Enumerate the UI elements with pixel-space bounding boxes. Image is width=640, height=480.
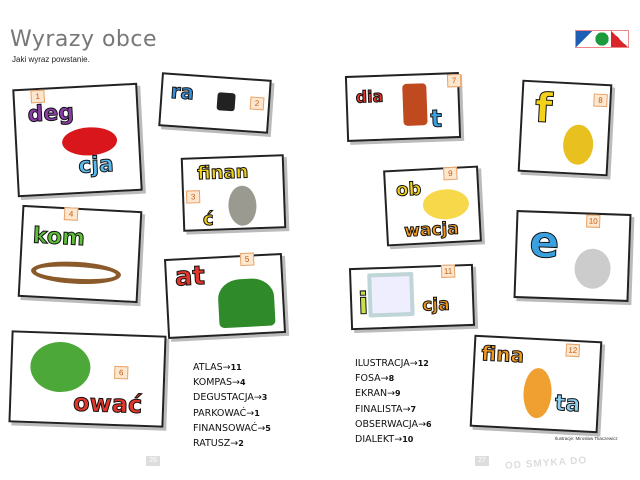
cheese-picture bbox=[422, 188, 470, 221]
illustration-credit: Ilustracje: Mirosław Tkaczewicz bbox=[555, 436, 618, 441]
puzzle-card-12: FINA 12 TA bbox=[469, 334, 603, 434]
answer-item: ILUSTRACJA→12 bbox=[355, 358, 429, 369]
syllable: T bbox=[429, 104, 443, 134]
puzzle-card-5: AT 5 bbox=[163, 252, 287, 340]
answer-item: PARKOWAĆ→1 bbox=[193, 407, 260, 419]
frames-picture bbox=[367, 271, 415, 318]
answer-item: DEGUSTACJA→3 bbox=[193, 392, 268, 404]
watermark: OD SMYKA DO bbox=[504, 455, 588, 472]
syllable: CJA bbox=[421, 294, 451, 316]
puzzle-card-8: F 8 bbox=[517, 79, 613, 177]
answer-item: FOSA→8 bbox=[355, 373, 395, 385]
card-number: 10 bbox=[586, 214, 601, 228]
puzzle-card-3: FINAN 3 Ć bbox=[180, 154, 287, 232]
card-number: 6 bbox=[114, 365, 129, 380]
puzzle-card-2: RA 2 bbox=[158, 72, 272, 134]
page-number-right: 27 bbox=[475, 456, 489, 466]
answer-item: FINANSOWAĆ→5 bbox=[193, 422, 271, 434]
page-number-left: 26 bbox=[146, 456, 160, 466]
syllable: KOM bbox=[32, 223, 86, 252]
publisher-logo bbox=[575, 30, 629, 48]
puzzle-card-6: 6 OWAĆ bbox=[8, 330, 167, 428]
trees-picture bbox=[217, 277, 276, 329]
syllable: E bbox=[528, 216, 561, 269]
puzzle-card-4: 4 KOM bbox=[17, 204, 143, 304]
syllable: WACJA bbox=[403, 218, 460, 242]
pipe-picture bbox=[573, 248, 612, 290]
syllable: RA bbox=[169, 78, 195, 105]
syllable: OB bbox=[395, 178, 422, 201]
wasp-picture bbox=[562, 123, 595, 166]
card-number: 5 bbox=[239, 252, 255, 267]
syllable: TA bbox=[554, 391, 582, 418]
syllable: DIA bbox=[355, 86, 384, 107]
answer-item: DIALEKT→10 bbox=[355, 434, 414, 446]
puzzle-card-11: I 11 CJA bbox=[348, 263, 476, 331]
card-number: 4 bbox=[63, 207, 79, 221]
card-number: 8 bbox=[593, 93, 608, 108]
answer-item: EKRAN→9 bbox=[355, 388, 401, 400]
syllable: I bbox=[357, 286, 370, 322]
page-title: Wyrazy obce bbox=[10, 27, 158, 52]
puzzle-card-9: 9 OB WACJA bbox=[383, 165, 482, 247]
belt-picture bbox=[30, 259, 122, 287]
ink-bottle-picture bbox=[216, 92, 236, 112]
answer-item: ATLAS→11 bbox=[193, 362, 242, 373]
syllable: F bbox=[533, 85, 554, 133]
card-number: 9 bbox=[442, 166, 458, 181]
syllable: FINA bbox=[480, 341, 525, 368]
answer-item: KOMPAS→4 bbox=[193, 377, 246, 389]
park-picture bbox=[29, 341, 92, 394]
medicine-bottle-picture bbox=[402, 83, 428, 126]
card-number: 2 bbox=[249, 96, 265, 111]
instruction: Jaki wyraz powstanie. bbox=[12, 55, 90, 64]
answer-list-left: ATLAS→11 KOMPAS→4 DEGUSTACJA→3 PARKOWAĆ→… bbox=[193, 360, 271, 451]
syllable: AT bbox=[174, 261, 207, 294]
puzzle-card-1: 1 DEG CJA bbox=[12, 82, 143, 198]
card-number: 12 bbox=[565, 343, 581, 358]
answer-item: RATUSZ→2 bbox=[193, 438, 244, 450]
puzzle-card-7: DIA T 7 bbox=[344, 72, 462, 142]
answer-item: FINALISTA→7 bbox=[355, 403, 417, 415]
syllable: OWAĆ bbox=[72, 388, 143, 419]
card-number: 3 bbox=[185, 190, 201, 204]
fox-picture bbox=[522, 367, 553, 419]
card-number: 7 bbox=[446, 73, 462, 88]
answer-item: OBSERWACJA→6 bbox=[355, 418, 432, 430]
answer-list-right: ILUSTRACJA→12 FOSA→8 EKRAN→9 FINALISTA→7… bbox=[355, 356, 432, 447]
card-number: 11 bbox=[440, 264, 456, 278]
syllable: FINAN bbox=[196, 161, 249, 185]
owl-picture bbox=[227, 185, 258, 227]
puzzle-card-10: 10 E bbox=[513, 210, 632, 302]
syllable: Ć bbox=[202, 208, 214, 231]
syllable: CJA bbox=[77, 152, 115, 180]
syllable: DEG bbox=[26, 100, 75, 128]
